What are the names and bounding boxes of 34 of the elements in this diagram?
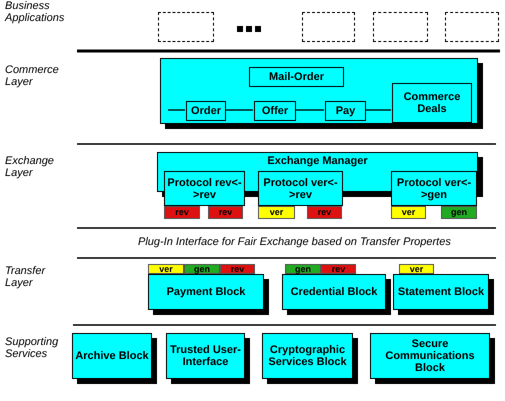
component-box: Mail-Order: [249, 67, 344, 87]
property-tag: rev: [208, 206, 243, 219]
property-tag: ver: [258, 206, 295, 219]
protocol-box: Protocol rev<->rev: [164, 171, 245, 206]
component-box: Order: [186, 101, 226, 121]
layer-label: Exchange Layer: [5, 155, 55, 179]
component-box: Offer: [254, 101, 296, 121]
property-tag: gen: [441, 206, 477, 219]
property-tag: rev: [307, 206, 342, 219]
property-tag: gen: [285, 264, 321, 274]
property-tag: rev: [220, 264, 255, 274]
connector-line: [295, 109, 324, 111]
property-tag: ver: [391, 206, 426, 219]
component-box: Commerce Deals: [392, 83, 472, 123]
protocol-box: Protocol ver<->gen: [391, 171, 477, 206]
connector-line: [168, 109, 185, 111]
property-tag: rev: [164, 206, 200, 219]
property-tag: gen: [184, 264, 220, 274]
property-tag: ver: [399, 264, 434, 274]
component-box: Pay: [325, 101, 366, 121]
property-tag: ver: [148, 264, 184, 274]
placeholder-box: [302, 12, 355, 42]
connector-line: [225, 109, 253, 111]
layer-label: Supporting Services: [5, 336, 60, 360]
placeholder-box: [373, 12, 428, 42]
placeholder-box: [158, 12, 214, 42]
protocol-box: Protocol ver<->rev: [258, 171, 343, 206]
layer-label: Plug-In Interface for Fair Exchange based on Transfer Propertes: [138, 236, 452, 248]
placeholder-box: [445, 12, 499, 42]
layer-label: Commerce Layer: [5, 64, 60, 88]
connector-line: [365, 109, 391, 111]
layer-label: Business Applications: [5, 0, 66, 24]
property-tag: rev: [321, 264, 356, 274]
layer-label: Transfer Layer: [5, 265, 46, 289]
